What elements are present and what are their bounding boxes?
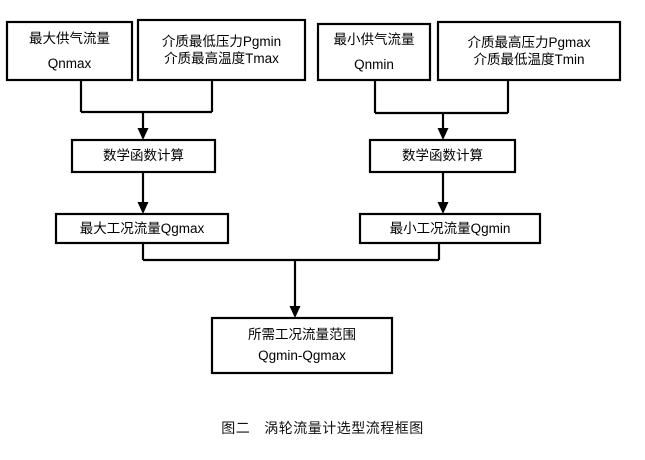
arrow-head-left-merge [137,128,149,140]
figure-caption-prefix: 图二 [221,420,251,436]
node-box-required-working-condition-flow-range [210,316,394,375]
arrow-head-bottom-merge [289,306,301,318]
node-box-max-working-condition-flow [54,212,230,245]
arrow-head-right-merge [437,128,449,140]
node-box-min-supply-flow [316,22,432,82]
node-box-min-working-condition-flow [358,212,542,245]
node-box-max-pressure-min-temp [436,20,622,82]
node-box-min-pressure-max-temp [136,18,307,82]
figure-caption: 图二涡轮流量计选型流程框图 [0,418,645,438]
arrow-head-math-right-to-qgmin [437,202,449,214]
node-box-math-function-calculation-right [368,138,517,174]
arrow-head-math-left-to-qgmax [137,202,149,214]
node-box-max-supply-flow [5,20,134,82]
node-box-math-function-calculation-left [70,138,217,174]
figure-caption-title: 涡轮流量计选型流程框图 [264,420,424,436]
